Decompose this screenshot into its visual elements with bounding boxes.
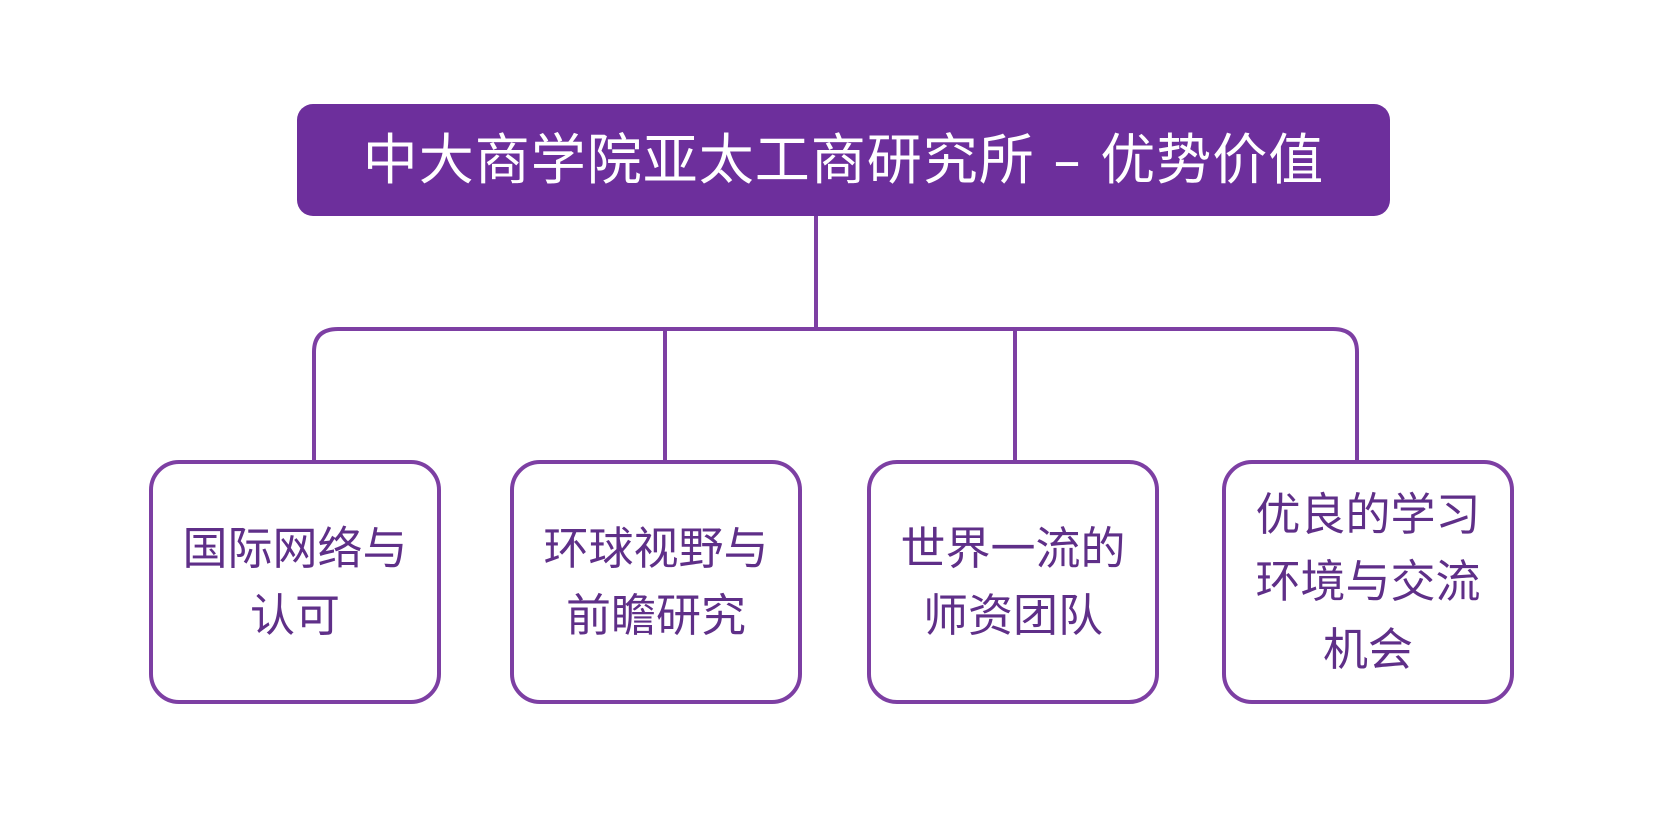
- advantage-node-2: 环球视野与 前瞻研究: [510, 460, 802, 704]
- advantage-node-label: 国际网络与 认可: [182, 521, 408, 643]
- diagram-title-box: 中大商学院亚太工商研究所 – 优势价值: [297, 104, 1390, 216]
- horizontal-connector: [312, 327, 1359, 429]
- advantage-node-3: 世界一流的 师资团队: [867, 460, 1159, 704]
- advantage-node-1: 国际网络与 认可: [149, 460, 441, 704]
- diagram-title: 中大商学院亚太工商研究所 – 优势价值: [362, 127, 1325, 192]
- advantage-node-label: 环球视野与 前瞻研究: [543, 521, 769, 643]
- advantage-node-label: 世界一流的 师资团队: [900, 521, 1126, 643]
- advantage-node-label: 优良的学习 环境与交流 机会: [1255, 487, 1481, 676]
- advantage-node-4: 优良的学习 环境与交流 机会: [1222, 460, 1514, 704]
